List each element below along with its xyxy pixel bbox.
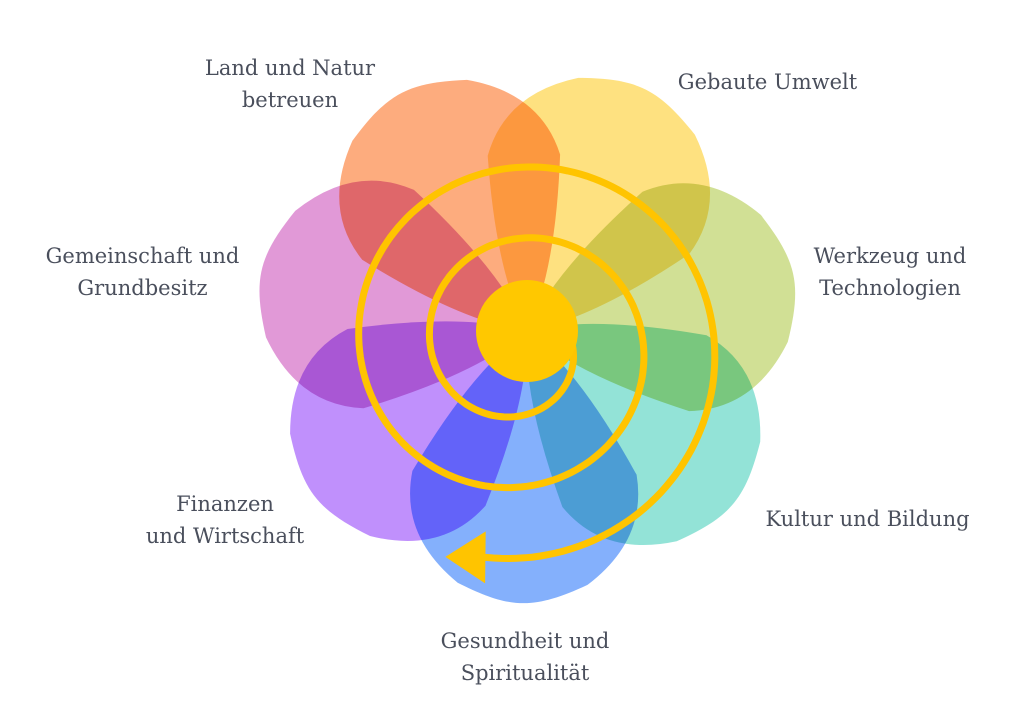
label-gemeinschaft-grundbesitz: Gemeinschaft und Grundbesitz	[30, 240, 255, 304]
label-line: Grundbesitz	[77, 276, 208, 300]
label-line: Land und Natur	[204, 56, 376, 80]
label-land-und-natur: Land und Natur betreuen	[190, 52, 390, 116]
center-circle	[476, 280, 578, 382]
label-line: Finanzen	[176, 492, 274, 516]
label-kultur-bildung: Kultur und Bildung	[745, 503, 990, 535]
label-line: betreuen	[241, 88, 339, 112]
arrowhead-icon	[445, 531, 486, 584]
label-line: Werkzeug und	[813, 244, 967, 268]
petal-gemein	[259, 180, 527, 409]
label-gebaute-umwelt: Gebaute Umwelt	[660, 66, 875, 98]
spiral-arrow-line	[355, 163, 719, 563]
label-line: Gesundheit und	[440, 629, 610, 653]
label-line: und Wirtschaft	[145, 524, 305, 548]
label-line: Kultur und Bildung	[765, 507, 970, 531]
label-line: Technologien	[819, 276, 961, 300]
label-line: Gemeinschaft und	[45, 244, 240, 268]
label-finanzen-wirtschaft: Finanzen und Wirtschaft	[125, 488, 325, 552]
label-gesundheit-spiritualitaet: Gesundheit und Spiritualität	[420, 625, 630, 689]
petals-group	[259, 77, 796, 604]
label-line: Spiritualität	[460, 661, 590, 685]
label-werkzeug-technologien: Werkzeug und Technologien	[795, 240, 985, 304]
label-line: Gebaute Umwelt	[677, 70, 858, 94]
